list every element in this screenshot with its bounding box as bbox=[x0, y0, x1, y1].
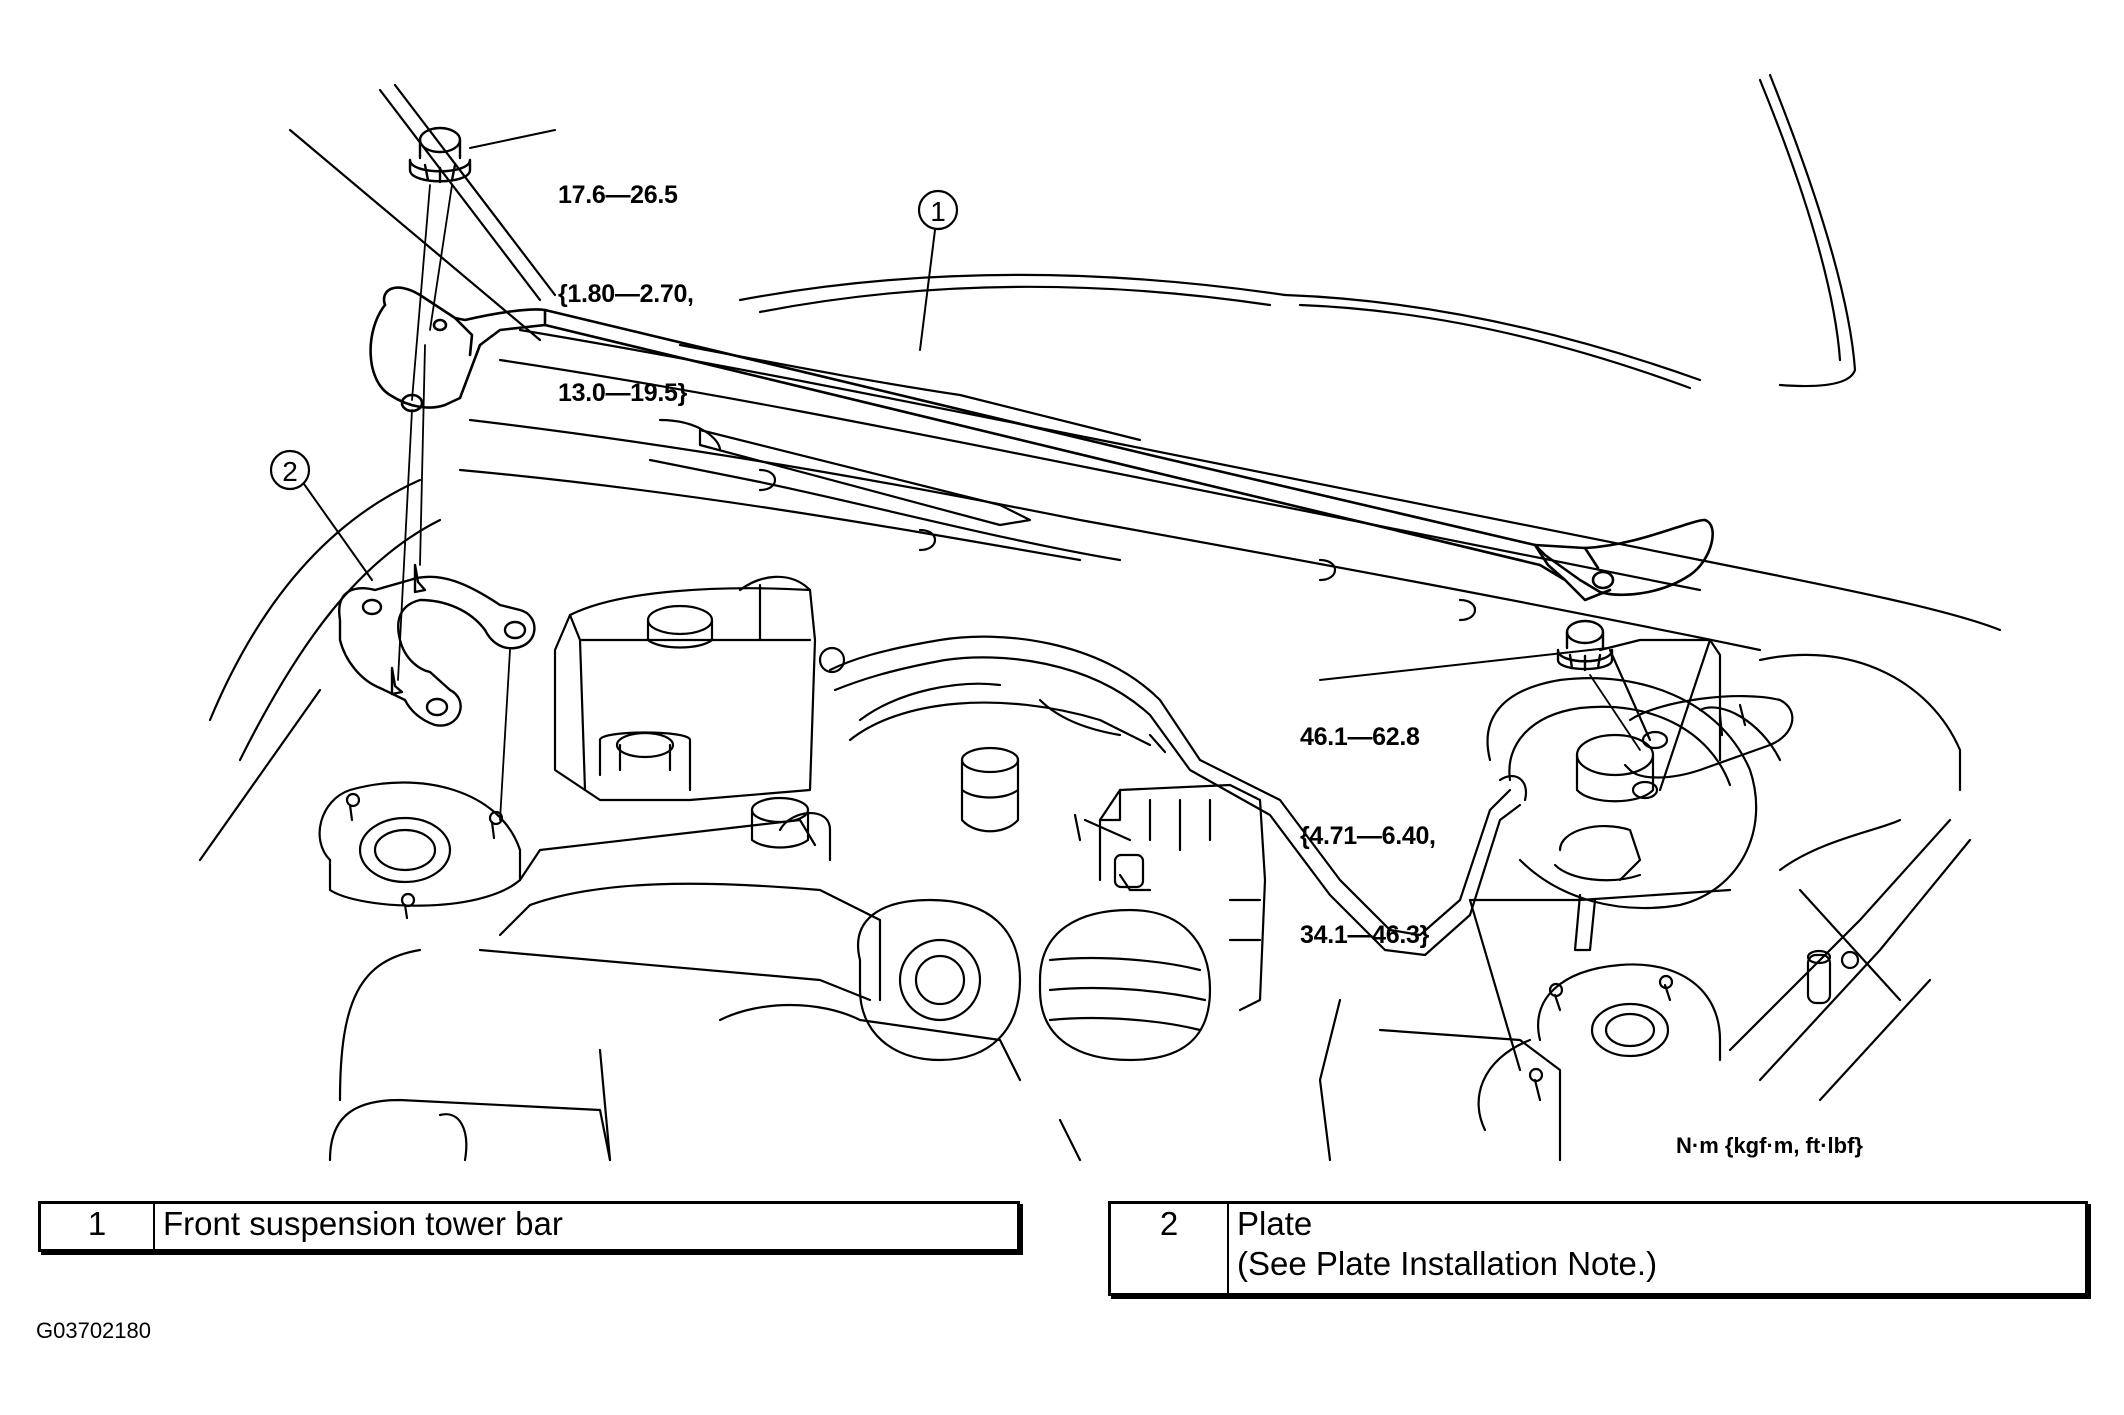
callout-2-number: 2 bbox=[282, 456, 298, 487]
reservoir-tank bbox=[553, 575, 817, 802]
callout-1-number: 1 bbox=[930, 196, 946, 227]
upper-nut bbox=[408, 126, 472, 184]
leader-lines bbox=[469, 129, 1609, 681]
figure-id: G03702180 bbox=[36, 1318, 151, 1343]
plate bbox=[338, 563, 536, 727]
legend-row-1: 1 Front suspension tower bar bbox=[38, 1201, 1020, 1252]
upper-torque-spec: 17.6—26.5 {1.80—2.70, 13.0—19.5} bbox=[558, 113, 694, 443]
legend-description-2-line-2: (See Plate Installation Note.) bbox=[1237, 1245, 1658, 1282]
lower-boxes bbox=[328, 882, 1562, 1162]
brake-booster bbox=[1486, 677, 1758, 952]
right-fender bbox=[1698, 653, 1972, 1102]
torque-units-note: N·m {kgf·m, ft·lbf} bbox=[1676, 1133, 1863, 1158]
legend-description-2: Plate (See Plate Installation Note.) bbox=[1227, 1201, 2088, 1296]
right-nut bbox=[1556, 619, 1614, 672]
cowl-panel bbox=[458, 328, 2002, 652]
hood-outline bbox=[738, 73, 1857, 390]
right-strut-tower bbox=[1468, 638, 1794, 1132]
legend-table-1: 1 Front suspension tower bar bbox=[38, 1201, 1020, 1252]
callout-2: 2 bbox=[269, 449, 373, 581]
alignment-lines bbox=[397, 184, 511, 821]
hoses bbox=[818, 635, 1528, 957]
upper-torque-line3: 13.0—19.5} bbox=[558, 379, 688, 407]
right-torque-line2: {4.71—6.40, bbox=[1300, 822, 1436, 850]
right-torque-spec: 46.1—62.8 {4.71—6.40, 34.1—46.3} bbox=[1300, 655, 1436, 985]
legend-number-1-text: 1 bbox=[87, 1205, 107, 1242]
engine-bay-illustration: 1 2 bbox=[198, 73, 2002, 1162]
right-nut-guide bbox=[1589, 674, 1641, 751]
legend-description-1-line-1: Front suspension tower bar bbox=[163, 1205, 563, 1242]
left-strut-tower bbox=[318, 781, 522, 920]
legend-number-2: 2 bbox=[1108, 1201, 1229, 1296]
tower-bar bbox=[369, 286, 1714, 602]
right-torque-line3: 34.1—46.3} bbox=[1300, 921, 1430, 949]
legend-table-2: 2 Plate (See Plate Installation Note.) bbox=[1108, 1201, 2088, 1296]
left-fender bbox=[198, 83, 557, 862]
right-torque-line1: 46.1—62.8 bbox=[1300, 723, 1420, 751]
legend-description-2-line-1: Plate bbox=[1237, 1205, 1313, 1242]
engine-components bbox=[750, 682, 1267, 1062]
wiper-arm bbox=[658, 418, 1032, 527]
callout-1: 1 bbox=[917, 189, 959, 351]
upper-torque-line2: {1.80—2.70, bbox=[558, 280, 694, 308]
upper-torque-line1: 17.6—26.5 bbox=[558, 181, 678, 209]
legend-number-2-text: 2 bbox=[1159, 1205, 1179, 1242]
master-cylinder-left bbox=[518, 731, 817, 882]
legend-description-1: Front suspension tower bar bbox=[153, 1201, 1020, 1252]
legend-row-2: 2 Plate (See Plate Installation Note.) bbox=[1108, 1201, 2088, 1296]
legend-number-1: 1 bbox=[38, 1201, 155, 1252]
